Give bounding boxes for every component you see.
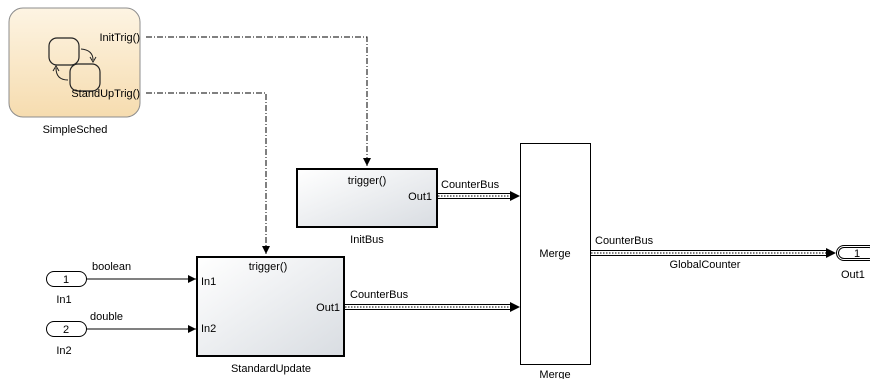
- inport-1-number: 1: [63, 274, 69, 286]
- in1-signal-label: boolean: [92, 261, 131, 273]
- initbus-block-name: InitBus: [350, 234, 384, 246]
- initrig-event-label: InitTrig(): [99, 32, 140, 44]
- merge-block-name: Merge: [539, 369, 570, 379]
- initbus-output-bus-line[interactable]: [438, 191, 520, 201]
- merge-output-bus-line[interactable]: [591, 248, 836, 258]
- standardupdate-output-signal-label: CounterBus: [350, 289, 409, 301]
- inport-1-name: In1: [56, 294, 71, 306]
- in2-signal-label: double: [90, 311, 123, 323]
- initrig-function-call-line[interactable]: [146, 36, 371, 166]
- standardupdate-in1-port-label: In1: [201, 276, 216, 288]
- standardupdate-block-name: StandardUpdate: [231, 363, 311, 375]
- inport-1-block[interactable]: 1: [46, 271, 87, 287]
- standuptrig-function-call-line[interactable]: [146, 92, 270, 254]
- initbus-output-signal-label: CounterBus: [441, 179, 500, 191]
- standardupdate-output-bus-line[interactable]: [345, 302, 520, 312]
- initbus-out1-port-label: Out1: [408, 191, 432, 203]
- standuptrig-event-label: StandUpTrig(): [71, 88, 140, 100]
- simplesched-chart-block[interactable]: InitTrig() StandUpTrig(): [8, 7, 141, 118]
- merge-block[interactable]: Merge: [520, 143, 591, 365]
- simplesched-block-name: SimpleSched: [43, 124, 108, 136]
- merge-output-signal-name: GlobalCounter: [670, 259, 741, 271]
- standardupdate-subsystem-block[interactable]: trigger() In1 In2 Out1: [196, 256, 345, 357]
- outport-1-number: 1: [854, 248, 860, 260]
- initbus-subsystem-block[interactable]: trigger() Out1: [296, 168, 438, 228]
- initbus-trigger-port-label: trigger(): [348, 175, 387, 187]
- outport-1-name: Out1: [841, 269, 865, 281]
- inport-2-number: 2: [63, 324, 69, 336]
- state-machine-icon: [48, 37, 101, 92]
- merge-output-type-label: CounterBus: [595, 235, 654, 247]
- standardupdate-trigger-port-label: trigger(): [249, 261, 288, 273]
- inport-2-name: In2: [56, 345, 71, 357]
- standardupdate-out1-port-label: Out1: [316, 302, 340, 314]
- merge-block-label: Merge: [539, 248, 570, 260]
- outport-1-block[interactable]: 1: [836, 245, 870, 261]
- standardupdate-in2-port-label: In2: [201, 323, 216, 335]
- inport-2-block[interactable]: 2: [46, 321, 87, 337]
